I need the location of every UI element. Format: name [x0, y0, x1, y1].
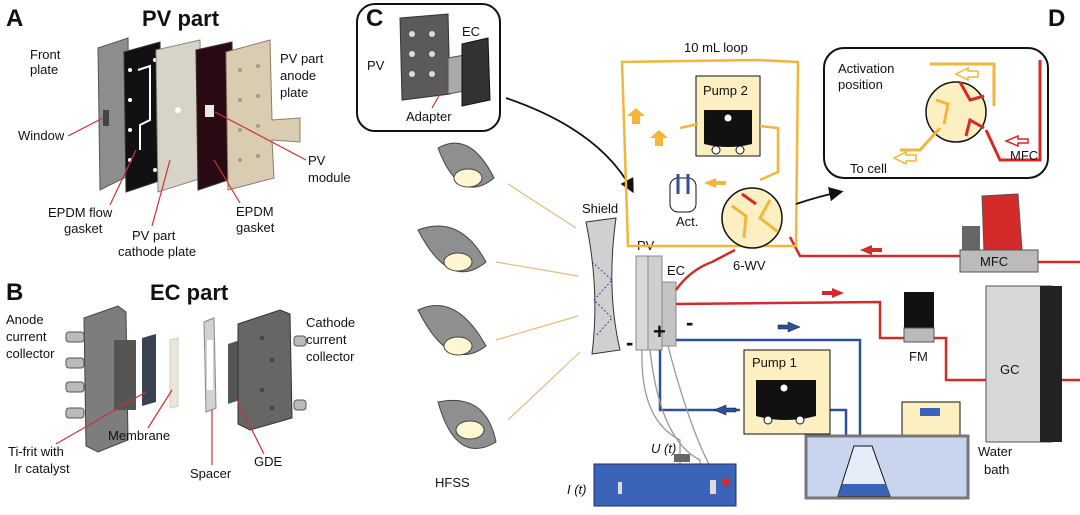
label-cathode-2: cathode plate	[118, 244, 196, 259]
label-water-1: Water	[978, 444, 1013, 459]
label-plate: plate	[30, 62, 58, 77]
label-spacer: Spacer	[190, 466, 232, 481]
label-front: Front	[30, 47, 61, 62]
minus-sign-right: -	[686, 310, 693, 335]
label-c-pv: PV	[367, 58, 385, 73]
window-shape	[103, 110, 109, 126]
label-anode-2: anode	[280, 68, 316, 83]
label-gc: GC	[1000, 362, 1020, 377]
anode-plate-shape	[225, 39, 301, 191]
gde-shape	[228, 340, 240, 404]
label-cathode-cc-1: Cathode	[306, 315, 355, 330]
panel-a-title: PV part	[142, 6, 220, 31]
label-to-cell: To cell	[850, 161, 887, 176]
label-anode-1: PV part	[280, 51, 324, 66]
label-cathode-cc-2: current	[306, 332, 347, 347]
panel-c: C PV EC Adapter HFSS Shield	[356, 3, 1080, 507]
label-cathode-1: PV part	[132, 228, 176, 243]
label-gde: GDE	[254, 454, 283, 469]
panel-b-title: EC part	[150, 280, 229, 305]
cathode-collector-shape	[237, 309, 293, 431]
inset-box-d	[823, 47, 1049, 179]
label-epdm-2: gasket	[236, 220, 275, 235]
label-epdm-flow-2: gasket	[64, 221, 103, 236]
label-anode-cc-1: Anode	[6, 312, 44, 327]
ti-frit-shape	[142, 334, 156, 406]
plus-sign: +	[653, 319, 666, 344]
label-activation-1: Activation	[838, 61, 894, 76]
panel-d: D Activation position To cell MFC	[823, 5, 1065, 179]
label-anode-cc-3: collector	[6, 346, 55, 361]
label-mfc-c: MFC	[980, 254, 1008, 269]
label-activation-2: position	[838, 77, 883, 92]
label-pump2: Pump 2	[703, 83, 748, 98]
panel-letter-c: C	[366, 5, 383, 32]
panel-b: B EC part Anode current collector Cathod…	[6, 279, 355, 481]
minus-sign-left: -	[626, 330, 633, 355]
label-epdm-flow-1: EPDM flow	[48, 205, 113, 220]
label-mfc-d: MFC	[1010, 148, 1038, 163]
label-module-1: PV	[308, 153, 326, 168]
label-hfss: HFSS	[435, 475, 470, 490]
label-loop: 10 mL loop	[684, 40, 748, 55]
label-anode-cc-2: current	[6, 329, 47, 344]
label-tifrit-1: Ti-frit with	[8, 444, 64, 459]
label-window: Window	[18, 128, 65, 143]
label-shield: Shield	[582, 201, 618, 216]
label-c-ec: EC	[462, 24, 480, 39]
label-cathode-cc-3: collector	[306, 349, 355, 364]
panel-letter-b: B	[6, 279, 23, 306]
label-tifrit-2: Ir catalyst	[14, 461, 70, 476]
label-fm: FM	[909, 349, 928, 364]
label-membrane: Membrane	[108, 428, 170, 443]
label-epdm-1: EPDM	[236, 204, 274, 219]
label-adapter: Adapter	[406, 109, 452, 124]
panel-letter-a: A	[6, 5, 23, 32]
six-way-valve	[721, 187, 783, 249]
shield-shape	[585, 217, 621, 355]
label-anode-3: plate	[280, 85, 308, 100]
label-pump1: Pump 1	[752, 355, 797, 370]
cathode-plate-shape	[155, 39, 203, 193]
panel-letter-d: D	[1048, 5, 1065, 32]
potentiostat-bench	[593, 463, 737, 507]
label-water-2: bath	[984, 462, 1009, 477]
label-6wv: 6-WV	[733, 258, 766, 273]
panel-a: A PV part Front plate Window PV part ano…	[6, 5, 351, 259]
label-c-ec-small: EC	[667, 263, 685, 278]
label-u: U (t)	[651, 441, 676, 456]
hfss-lamps	[417, 142, 497, 449]
label-module-2: module	[308, 170, 351, 185]
membrane-shape	[169, 337, 179, 409]
label-i: I (t)	[567, 482, 587, 497]
inset-box-c	[356, 3, 501, 132]
label-act: Act.	[676, 214, 698, 229]
